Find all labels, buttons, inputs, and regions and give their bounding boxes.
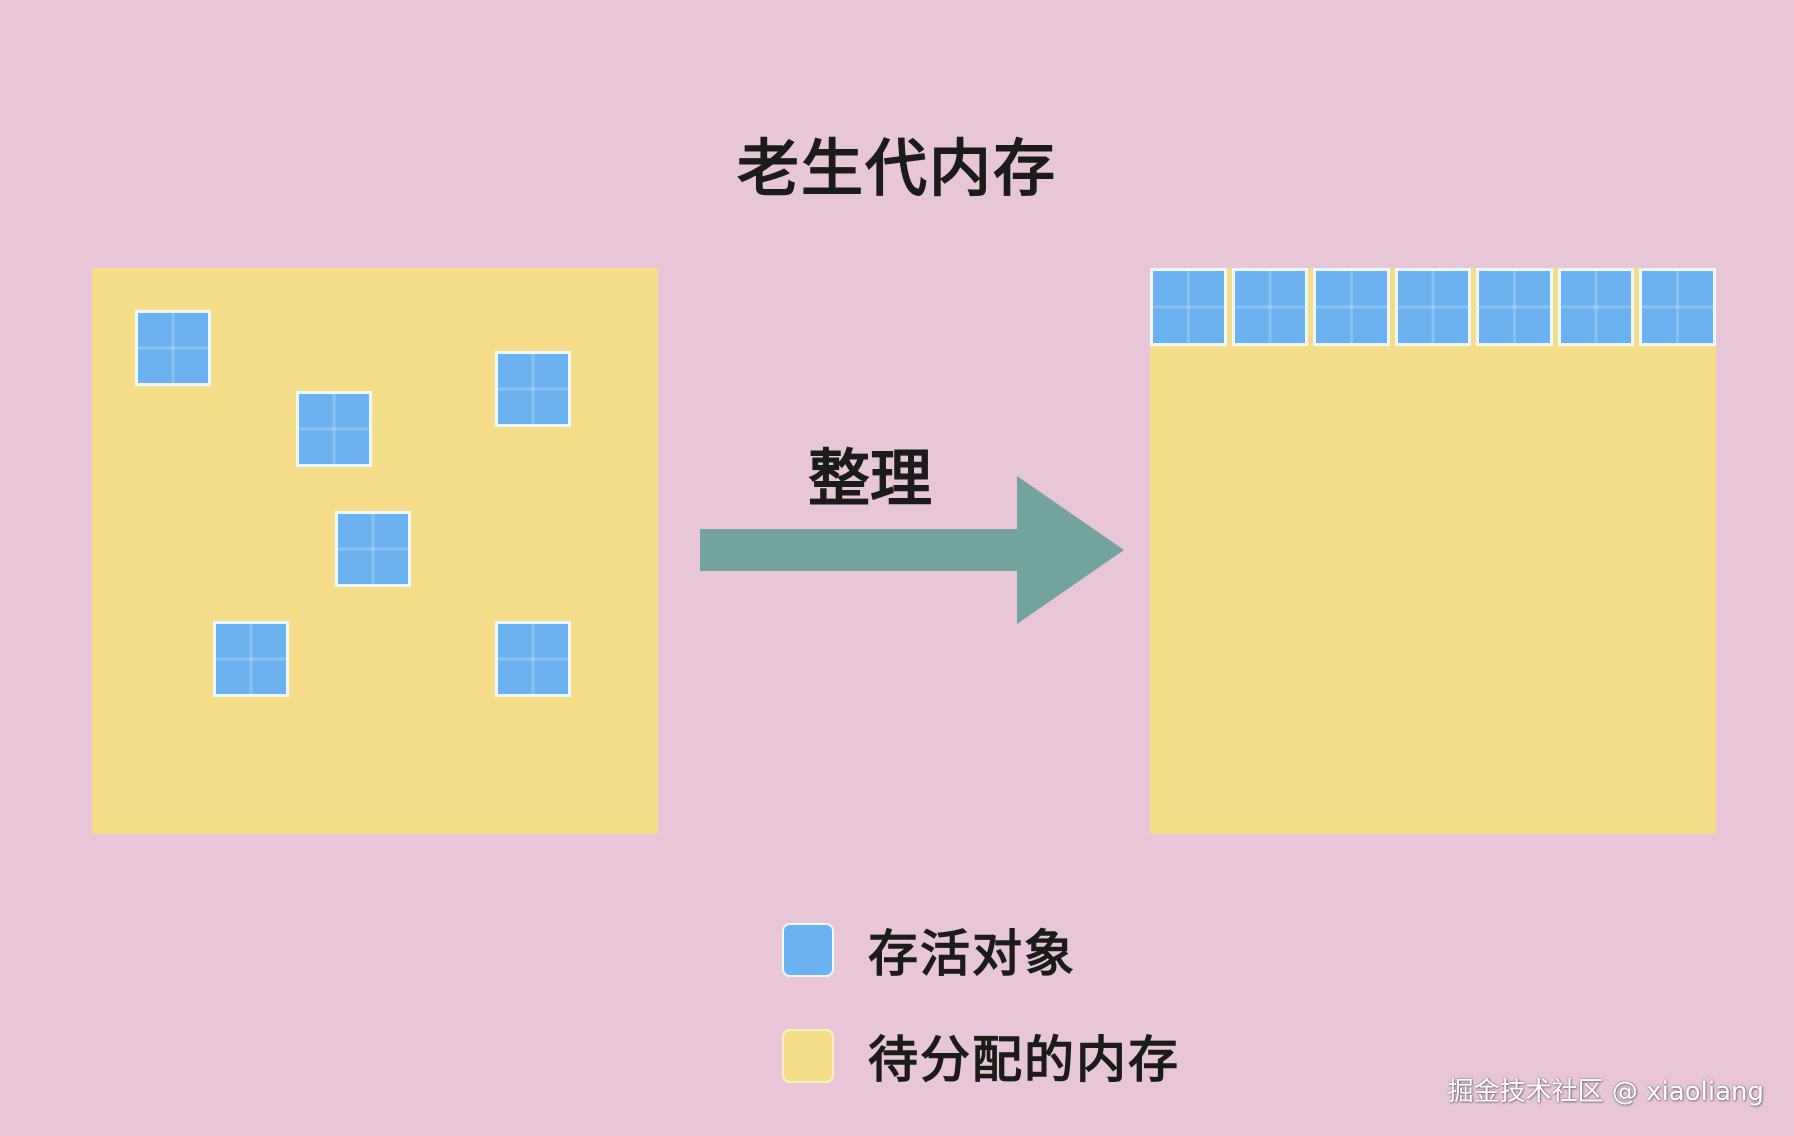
memory-after-panel	[1150, 268, 1717, 834]
live-object-block	[495, 351, 571, 427]
live-object-block	[495, 621, 571, 697]
live-object-block	[1231, 268, 1309, 346]
live-object-swatch	[782, 923, 834, 977]
live-object-block	[1557, 268, 1635, 346]
live-object-block	[135, 310, 211, 386]
legend-label-free: 待分配的内存	[868, 1031, 1180, 1089]
live-object-block	[213, 621, 289, 697]
legend: 存活对象 待分配的内存	[782, 920, 1180, 1089]
live-object-block	[1313, 268, 1390, 346]
free-memory-swatch	[782, 1029, 834, 1083]
live-object-block	[1639, 268, 1717, 346]
diagram-title: 老生代内存	[736, 132, 1057, 205]
legend-item-live: 存活对象	[782, 920, 1180, 983]
watermark: 掘金技术社区 @ xiaoliang	[1447, 1077, 1764, 1107]
legend-item-free: 待分配的内存	[782, 1026, 1180, 1089]
compaction-label: 整理	[807, 442, 932, 515]
legend-label-live: 存活对象	[868, 925, 1076, 983]
compacted-objects-row	[1150, 268, 1717, 346]
live-object-block	[1150, 268, 1227, 346]
arrow-right-icon	[700, 476, 1124, 624]
memory-before-panel	[92, 268, 658, 834]
live-object-block	[1394, 268, 1472, 346]
live-object-block	[1476, 268, 1553, 346]
live-object-block	[335, 511, 411, 587]
live-object-block	[296, 391, 372, 467]
